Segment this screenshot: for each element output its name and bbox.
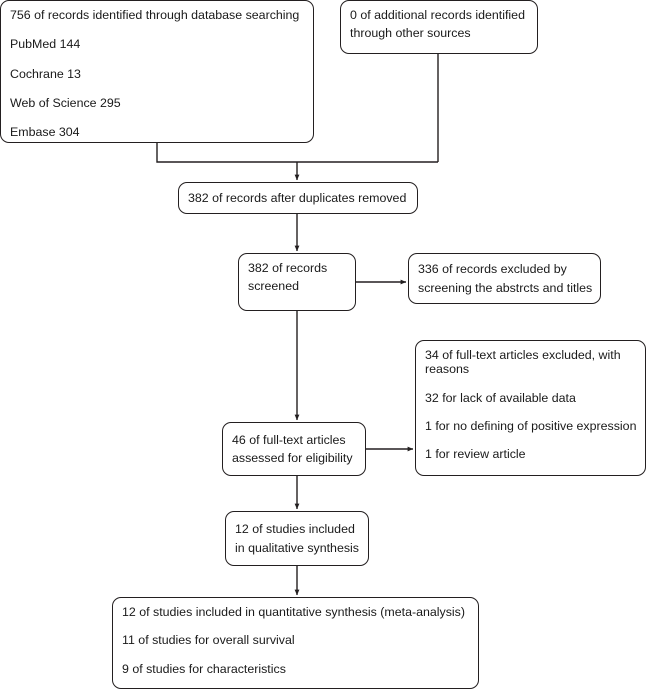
eligibility-line-1: 46 of full-text articles bbox=[232, 432, 346, 447]
reasons-no-defining-expression-label: 1 for no defining of positive expression bbox=[425, 418, 637, 433]
records-screened-line-1: 382 of records bbox=[248, 261, 328, 275]
database-cochrane-label: Cochrane 13 bbox=[10, 66, 81, 81]
quantitative-meta-analysis-label: 12 of studies included in quantitative s… bbox=[122, 605, 465, 619]
box-records-excluded-screening: 336 of records excluded by screening the… bbox=[408, 253, 601, 304]
database-total-label: 756 of records identified through databa… bbox=[10, 8, 300, 22]
reasons-heading-label: 34 of full-text articles excluded, with … bbox=[425, 348, 621, 377]
records-excluded-line-2: screening the abstrcts and titles bbox=[418, 280, 593, 295]
records-excluded-line-1: 336 of records excluded by bbox=[418, 262, 567, 277]
box-studies-quantitative-synthesis: 12 of studies included in quantitative s… bbox=[112, 597, 479, 689]
records-screened-line-2: screened bbox=[248, 279, 299, 294]
qualitative-line-1: 12 of studies included bbox=[235, 522, 355, 537]
box-records-screened: 382 of records screened bbox=[238, 253, 356, 311]
box-records-identified-database-searching: 756 of records identified through databa… bbox=[0, 0, 314, 143]
database-web-of-science-label: Web of Science 295 bbox=[10, 95, 121, 110]
connector-database-to-merge bbox=[156, 143, 438, 163]
other-sources-line-1: 0 of additional records identified bbox=[350, 8, 525, 22]
eligibility-line-2: assessed for eligibility bbox=[232, 451, 353, 465]
reasons-review-article-label: 1 for review article bbox=[425, 447, 526, 462]
box-records-after-duplicates-removed: 382 of records after duplicates removed bbox=[178, 182, 418, 214]
box-additional-records-other-sources: 0 of additional records identified throu… bbox=[340, 0, 538, 54]
box-studies-qualitative-synthesis: 12 of studies included in qualitative sy… bbox=[225, 511, 369, 566]
duplicates-removed-label: 382 of records after duplicates removed bbox=[188, 190, 407, 205]
box-full-text-assessed-eligibility: 46 of full-text articles assessed for el… bbox=[222, 422, 366, 476]
quantitative-characteristics-label: 9 of studies for characteristics bbox=[122, 661, 286, 676]
database-embase-label: Embase 304 bbox=[10, 125, 80, 140]
quantitative-overall-survival-label: 11 of studies for overall survival bbox=[122, 633, 295, 648]
other-sources-line-2: through other sources bbox=[350, 26, 471, 41]
database-pubmed-label: PubMed 144 bbox=[10, 37, 81, 52]
qualitative-line-2: in qualitative synthesis bbox=[235, 540, 359, 555]
reasons-lack-of-data-label: 32 for lack of available data bbox=[425, 390, 576, 405]
box-full-text-excluded-reasons: 34 of full-text articles excluded, with … bbox=[415, 340, 646, 476]
